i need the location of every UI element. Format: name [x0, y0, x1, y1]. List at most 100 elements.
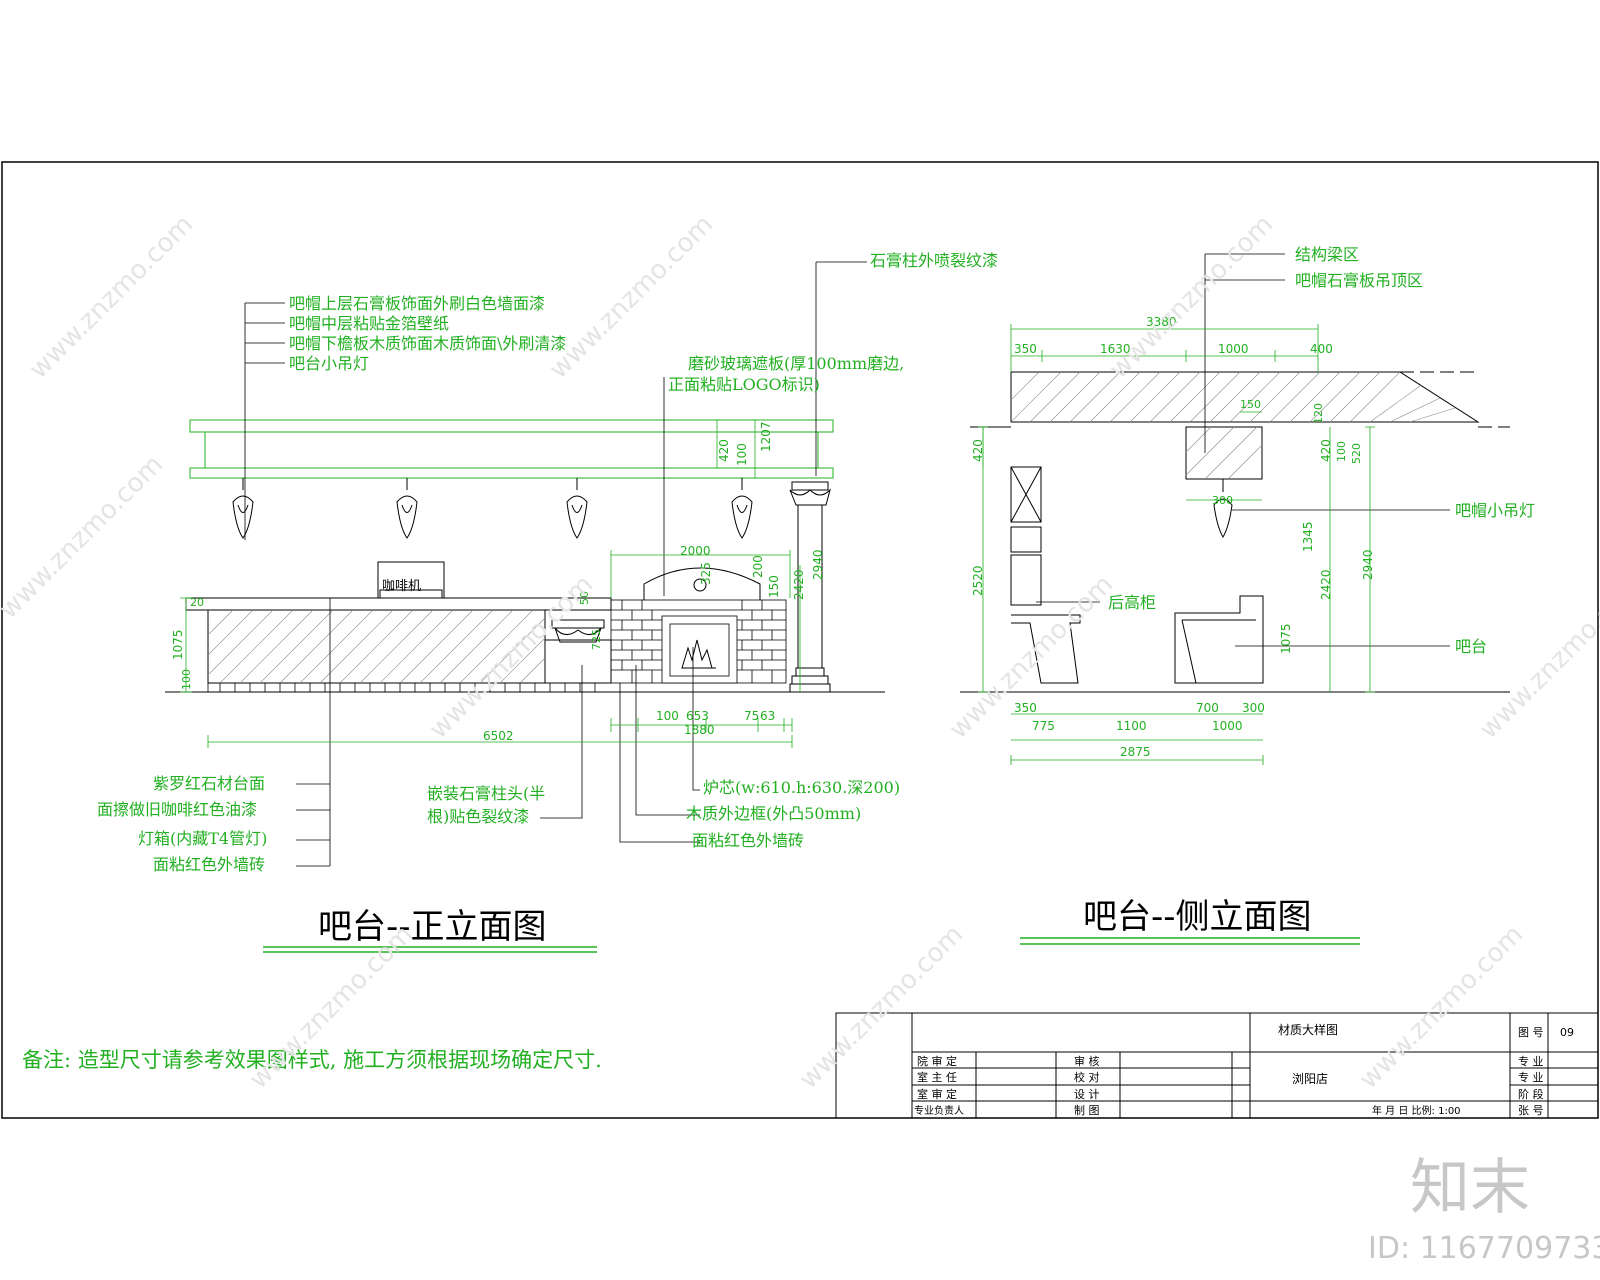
dim-side-2940: 2940 — [1361, 549, 1375, 580]
callout-side-lamp: 吧帽小吊灯 — [1455, 501, 1535, 520]
callout-stone-top: 紫罗红石材台面 — [153, 774, 265, 793]
dim-420: 420 — [717, 439, 731, 462]
callout-lightbox: 灯箱(内藏T4管灯) — [138, 829, 267, 848]
watermark-text: www.znzmo.com — [794, 920, 969, 1095]
front-elevation-title: 吧台--正立面图 — [318, 907, 547, 947]
fireplace-wall — [610, 599, 787, 684]
title-block — [835, 1012, 1599, 1119]
dim-200: 200 — [751, 555, 765, 578]
brick-base — [207, 683, 611, 693]
title-underlines — [263, 937, 1360, 953]
dim-100: 100 — [656, 709, 679, 723]
dim-side-1000: 1000 — [1218, 342, 1249, 356]
dim-2875: 2875 — [1120, 745, 1151, 759]
dim-side-150: 150 — [1240, 398, 1261, 411]
dim-2000: 2000 — [680, 544, 711, 558]
dim-side-1075: 1075 — [1279, 623, 1293, 654]
dim-side-120: 120 — [1312, 403, 1325, 424]
title-mid-row-3: 设 计 — [1074, 1088, 1100, 1101]
dim-1207: 1207 — [759, 421, 773, 452]
dim-700: 700 — [1196, 701, 1219, 715]
title-left-row-1: 院 审 定 — [917, 1054, 957, 1068]
sheet-label: 图 号 — [1518, 1026, 1544, 1039]
plaster-capital — [551, 619, 605, 643]
title-left-row-4: 专业负责人 — [914, 1104, 964, 1117]
dim-side-300: 300 — [1212, 494, 1233, 507]
callout-cap-top: 吧帽上层石膏板饰面外刷白色墙面漆 — [289, 294, 545, 313]
watermark-text: www.znzmo.com — [1474, 570, 1600, 745]
callout-cap-middle: 吧帽中层粘贴金箔壁纸 — [289, 314, 449, 333]
dim-6502: 6502 — [483, 729, 514, 743]
dim-50: 50 — [578, 591, 591, 605]
callout-frame: 木质外边框(外凸50mm) — [686, 804, 861, 823]
title-right-row-2: 专 业 — [1518, 1070, 1544, 1084]
callout-bar: 吧台 — [1455, 637, 1487, 656]
project-name: 浏阳店 — [1292, 1072, 1328, 1086]
callout-beam: 结构梁区 — [1295, 245, 1359, 264]
bar-counter-side — [1174, 595, 1264, 684]
brand-watermark: 知末 — [1410, 1153, 1530, 1223]
dim-1075: 1075 — [171, 629, 185, 660]
watermark-text: www.znzmo.com — [1354, 920, 1529, 1095]
callout-glass-2: 正面粘贴LOGO标识) — [668, 375, 820, 394]
dim-400: 400 — [1310, 342, 1333, 356]
dim-side-100: 100 — [1335, 441, 1348, 462]
dim-1100: 1100 — [1116, 719, 1147, 733]
front-dimensions — [180, 419, 801, 748]
watermark-text: www.znzmo.com — [424, 570, 599, 745]
sheet-frame — [1, 161, 1599, 1119]
frosted-glass-sign — [643, 567, 761, 600]
dim-1630: 1630 — [1100, 342, 1131, 356]
callout-brick: 面粘红色外墙砖 — [153, 855, 265, 874]
watermark-text: www.znzmo.com — [24, 210, 199, 385]
callout-cap-bottom: 吧帽下檐板木质饰面木质饰面\外刷清漆 — [289, 334, 566, 353]
dim-2420: 2420 — [792, 569, 806, 600]
callout-capital-2: 根)贴色裂纹漆 — [427, 807, 529, 826]
callout-lamp: 吧台小吊灯 — [289, 354, 369, 373]
watermark-text: www.znzmo.com — [0, 450, 169, 625]
dim-725: 725 — [590, 629, 603, 650]
plaster-column — [789, 481, 831, 693]
dim-1345: 1345 — [1301, 521, 1315, 552]
dim-520: 520 — [1350, 443, 1363, 464]
dim-325: 325 — [699, 562, 713, 585]
callout-fire: 炉芯(w:610.h:630.深200) — [703, 778, 900, 797]
dim-100-base: 100 — [180, 669, 193, 690]
coffee-machine-label: 咖啡机 — [382, 579, 421, 594]
dim-20: 20 — [190, 596, 204, 609]
title-mid-row-4: 制 图 — [1074, 1104, 1100, 1117]
title-left-row-3: 室 审 定 — [917, 1087, 957, 1101]
coffee-machine — [377, 561, 445, 599]
side-elevation-title: 吧台--侧立面图 — [1083, 897, 1312, 937]
lightbox-hatch — [207, 609, 546, 684]
dim-63: 63 — [760, 709, 775, 723]
callout-glass-1: 磨砂玻璃遮板(厚100mm磨边, — [688, 354, 904, 373]
dim-side-1000b: 1000 — [1212, 719, 1243, 733]
dim-side-420a: 420 — [971, 439, 985, 462]
ceiling-hatch — [1010, 371, 1456, 480]
watermark-text: www.znzmo.com — [1104, 210, 1279, 385]
callout-cabinet: 后高柜 — [1108, 593, 1156, 612]
front-leaders — [244, 261, 867, 867]
remark-note: 备注: 造型尺寸请参考效果图样式, 施工方须根据现场确定尺寸. — [22, 1048, 602, 1072]
side-dimensions — [978, 324, 1375, 765]
callout-column: 石膏柱外喷裂纹漆 — [870, 251, 998, 270]
pendant-lamp — [566, 478, 588, 539]
front-elevation — [165, 419, 885, 693]
dim-75: 75 — [744, 709, 759, 723]
title-right-row-4: 张 号 — [1518, 1104, 1544, 1117]
dim-side-350b: 350 — [1014, 701, 1037, 715]
dim-653: 653 — [686, 709, 709, 723]
side-elevation — [960, 371, 1510, 693]
back-cabinet — [1010, 466, 1081, 684]
date-scale: 年 月 日 比例: 1:00 — [1372, 1104, 1461, 1117]
dim-side-2420: 2420 — [1319, 569, 1333, 600]
image-id-watermark: ID: 1167709733 — [1368, 1231, 1600, 1266]
dim-2940: 2940 — [811, 549, 825, 580]
dim-side-300b: 300 — [1242, 701, 1265, 715]
dim-775: 775 — [1032, 719, 1055, 733]
side-pendant-lamp — [1213, 479, 1233, 538]
title-right-row-3: 阶 段 — [1518, 1087, 1544, 1101]
sheet-number: 09 — [1560, 1026, 1574, 1039]
